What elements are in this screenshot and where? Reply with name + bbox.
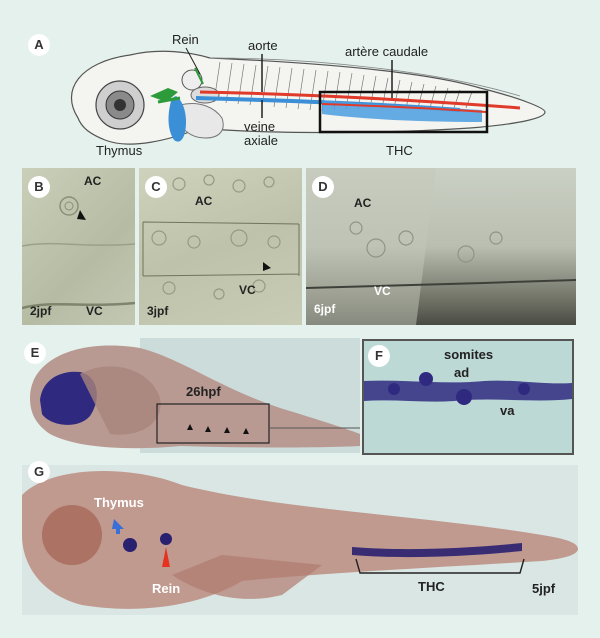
panel-b-image [22, 196, 135, 310]
panel-e: E 26hpf [20, 338, 360, 453]
panel-c-letter: C [145, 176, 167, 198]
panel-g-rein: Rein [152, 581, 181, 596]
panel-b-stage: 2jpf [30, 304, 52, 318]
panel-c-vc: VC [239, 283, 256, 297]
panel-c: C AC VC 3jpf [139, 168, 302, 325]
panel-g-thymus: Thymus [94, 495, 144, 510]
panel-g-stage: 5jpf [532, 581, 556, 596]
panel-c-stage: 3jpf [147, 304, 169, 318]
panel-f: F somites ad va [362, 339, 574, 455]
panel-g-letter: G [28, 461, 50, 483]
label-thymus: Thymus [96, 143, 143, 158]
panel-e-image [30, 338, 360, 453]
heart-vessel [168, 96, 186, 142]
rein-arrow-icon [162, 547, 170, 567]
panel-b: B AC VC 2jpf [22, 168, 135, 325]
label-veine: veine [244, 119, 276, 134]
panel-c-ac: AC [195, 194, 213, 208]
panel-d: D AC VC 6jpf [306, 168, 576, 325]
arrowhead-icon [263, 262, 271, 271]
label-axiale: axiale [244, 133, 278, 148]
panel-d-vc: VC [374, 284, 391, 298]
panel-e-stage: 26hpf [186, 384, 221, 399]
panel-g: G Thymus Rein THC 5jpf [22, 455, 578, 638]
panel-g-thc: THC [418, 579, 445, 594]
aorta-line [199, 90, 521, 110]
panel-c-image [142, 174, 300, 300]
panel-d-letter: D [312, 176, 334, 198]
cht-stain [352, 543, 522, 558]
panel-f-image [364, 372, 572, 405]
cht-box [318, 90, 489, 134]
panel-f-letter: F [368, 345, 390, 367]
label-aorte: aorte [248, 38, 278, 53]
zoom-box [156, 403, 270, 444]
label-rein: Rein [172, 32, 199, 47]
panel-d-ac: AC [354, 196, 372, 210]
thymus-marker [150, 88, 178, 102]
panel-b-letter: B [28, 176, 50, 198]
embryo-diagram [70, 47, 546, 145]
thymus-arrow-icon [112, 519, 124, 534]
thc-bracket [355, 558, 525, 574]
panel-d-image [306, 168, 576, 325]
panel-a-letter: A [28, 34, 50, 56]
arrowhead-icon [77, 210, 86, 220]
stained-eye [40, 371, 97, 425]
label-artere-caudale: artère caudale [345, 44, 429, 59]
panel-b-vc: VC [86, 304, 103, 318]
panel-a: A Rei [0, 0, 600, 165]
panel-g-image [22, 465, 578, 615]
panel-b-ac: AC [84, 174, 102, 188]
label-thc: THC [386, 143, 413, 158]
panel-e-letter: E [24, 342, 46, 364]
panel-f-ad: ad [454, 365, 470, 380]
panel-f-va: va [500, 403, 515, 418]
panel-d-stage: 6jpf [314, 302, 336, 316]
panel-f-somites: somites [444, 347, 494, 362]
